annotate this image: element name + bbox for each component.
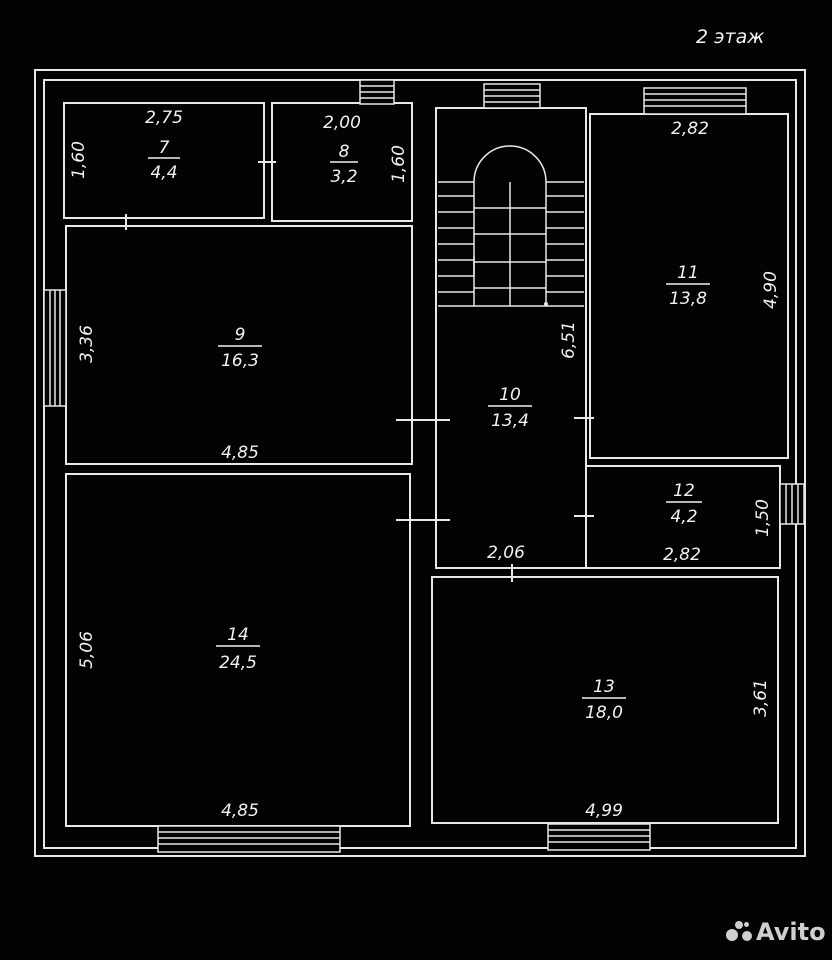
doors: [125, 161, 594, 582]
room-8-labels: 2,00 8 3,2 1,60: [323, 113, 409, 187]
window-left: [43, 289, 67, 407]
outer-wall-inner: [43, 79, 797, 849]
room-8-width: 2,00: [323, 113, 361, 133]
room-12-number: 12: [673, 481, 695, 501]
staircase: [438, 145, 584, 307]
room-7-width: 2,75: [145, 108, 183, 128]
room-7: [63, 102, 265, 219]
room-10-width: 2,06: [487, 543, 525, 563]
room-13: [431, 576, 779, 824]
avito-watermark: Avito: [726, 918, 826, 946]
room-11: [589, 113, 789, 459]
room-10-area: 13,4: [491, 411, 529, 431]
room-11-width: 2,82: [671, 119, 709, 139]
room-14-height: 5,06: [77, 631, 97, 669]
room-12-height: 1,50: [753, 499, 773, 537]
room-14-width: 4,85: [221, 801, 259, 821]
window-right: [779, 483, 805, 525]
window-top-center: [483, 83, 541, 109]
room-12-area: 4,2: [670, 507, 697, 527]
room-13-height: 3,61: [751, 679, 771, 717]
room-14-number: 14: [227, 625, 249, 645]
room-12-width: 2,82: [663, 545, 701, 565]
room-13-number: 13: [593, 677, 615, 697]
room-8-height: 1,60: [389, 145, 409, 183]
room-10-height: 6,51: [559, 321, 579, 359]
window-bottom-left: [157, 825, 341, 853]
room-10-labels: 10 13,4 2,06 6,51: [487, 321, 579, 563]
room-9-number: 9: [235, 325, 246, 345]
room-7-height: 1,60: [69, 141, 89, 179]
room-14: [65, 473, 411, 827]
room-12-labels: 12 4,2 2,82 1,50: [663, 481, 773, 565]
room-14-area: 24,5: [219, 653, 257, 673]
room-7-area: 4,4: [150, 163, 177, 183]
room-7-labels: 2,75 7 4,4 1,60: [69, 108, 183, 183]
window-top-left: [359, 79, 395, 105]
floor-label: 2 этаж: [696, 26, 765, 48]
room-13-width: 4,99: [585, 801, 623, 821]
room-11-labels: 2,82 11 13,8 4,90: [666, 119, 781, 309]
window-bottom-right: [547, 823, 651, 851]
room-13-labels: 13 18,0 4,99 3,61: [582, 677, 771, 821]
room-13-area: 18,0: [585, 703, 623, 723]
room-7-number: 7: [159, 138, 170, 158]
avito-logo-icon: [726, 919, 752, 945]
window-top-right: [643, 87, 747, 115]
room-11-height: 4,90: [761, 271, 781, 309]
room-9-width: 4,85: [221, 443, 259, 463]
room-8-number: 8: [339, 142, 350, 162]
room-8-area: 3,2: [330, 167, 357, 187]
room-9-area: 16,3: [221, 351, 259, 371]
room-9-labels: 9 16,3 4,85 3,36: [77, 325, 262, 463]
room-11-number: 11: [677, 263, 699, 283]
outer-wall-outer: [34, 69, 806, 857]
room-10-number: 10: [499, 385, 521, 405]
room-9: [65, 225, 413, 465]
room-11-area: 13,8: [669, 289, 707, 309]
room-14-labels: 14 24,5 4,85 5,06: [77, 625, 260, 821]
avito-wordmark: Avito: [756, 918, 826, 946]
room-9-height: 3,36: [77, 325, 97, 363]
